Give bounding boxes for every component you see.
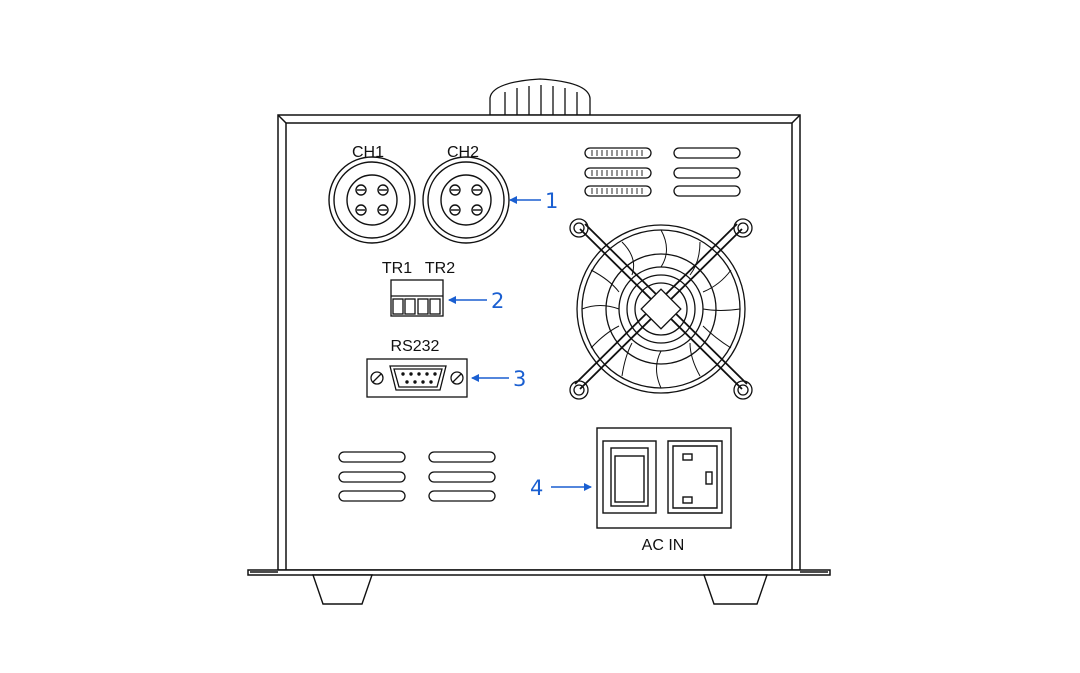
- bottom-vents: [338, 451, 496, 502]
- tr2-label: TR2: [425, 260, 455, 277]
- cooling-fan: [569, 218, 753, 400]
- enclosure: [247, 114, 831, 576]
- left-foot: [312, 574, 373, 605]
- ac-in-label: AC IN: [642, 537, 685, 554]
- feet: [312, 574, 768, 605]
- callout-2: 2: [448, 289, 504, 313]
- callout-4: 4: [530, 476, 592, 500]
- rs232-label: RS232: [391, 338, 440, 355]
- callout-number: 1: [545, 189, 558, 213]
- top-knob: [489, 78, 591, 116]
- terminal-block: [390, 279, 444, 317]
- top-vents: [584, 147, 741, 197]
- ac-inlet-module: [596, 427, 732, 529]
- callout-number: 2: [491, 289, 504, 313]
- callout-1: 1: [509, 189, 558, 213]
- callout-number: 4: [530, 476, 543, 500]
- callout-number: 3: [513, 367, 526, 391]
- callout-3: 3: [471, 367, 526, 391]
- tr1-label: TR1: [382, 260, 412, 277]
- ch1-connector: [328, 156, 416, 244]
- ch2-label: CH2: [447, 144, 479, 161]
- ch1-label: CH1: [352, 144, 384, 161]
- right-foot: [703, 574, 768, 605]
- rs232-port: [366, 358, 468, 398]
